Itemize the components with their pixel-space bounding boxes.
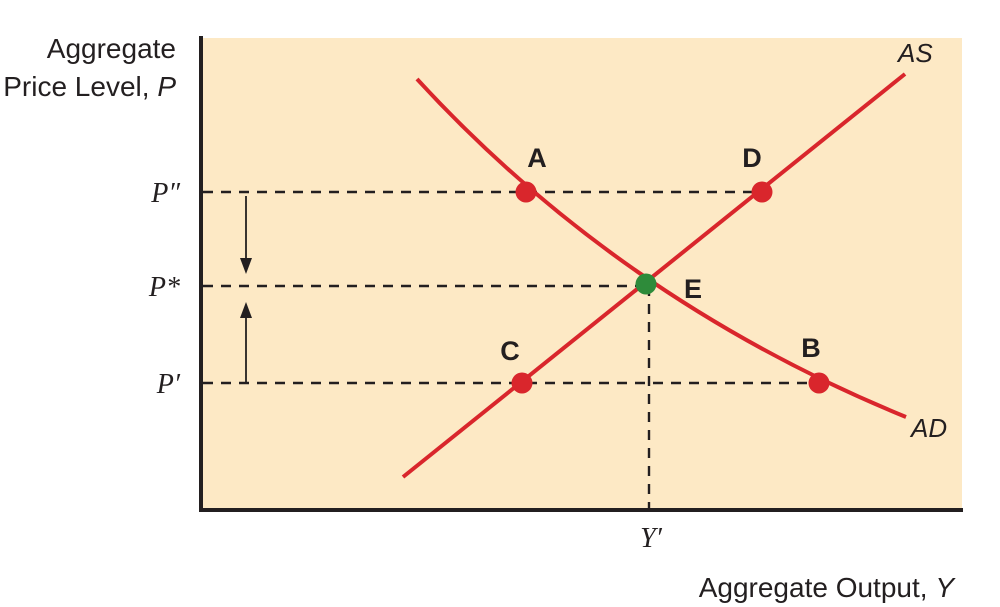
- downward-adjustment-arrow: [240, 196, 252, 274]
- aggregate-supply-curve: [401, 72, 907, 479]
- point-d-marker: [751, 181, 773, 203]
- point-e-label: E: [684, 274, 702, 304]
- point-b-marker: [808, 372, 830, 394]
- tick-label-y-prime: Y′: [640, 523, 663, 554]
- tick-label-p-prime: P′: [156, 369, 181, 400]
- y-axis-title-text: Price Level,: [3, 71, 157, 102]
- point-b-label: B: [801, 333, 821, 363]
- x-axis-title: Aggregate Output, Y: [699, 572, 957, 603]
- plot-background: [200, 38, 962, 510]
- x-axis-title-text: Aggregate Output,: [699, 572, 936, 603]
- aggregate-demand-label: AD: [909, 413, 947, 443]
- point-e-marker: [635, 273, 657, 295]
- aggregate-supply-label: AS: [896, 38, 933, 68]
- x-axis-variable: Y: [935, 572, 956, 603]
- point-c-label: C: [500, 336, 520, 366]
- point-c-marker: [511, 372, 533, 394]
- point-a-marker: [515, 181, 537, 203]
- y-axis-title-line2: Price Level, P: [3, 71, 176, 102]
- tick-label-p-star: P*: [148, 272, 180, 303]
- point-a-label: A: [527, 143, 547, 173]
- point-d-label: D: [742, 143, 762, 173]
- upward-adjustment-arrow: [240, 302, 252, 382]
- y-axis-title-line1: Aggregate: [47, 33, 176, 64]
- tick-label-p-double-prime: P″: [150, 178, 180, 209]
- y-axis-variable: P: [157, 71, 176, 102]
